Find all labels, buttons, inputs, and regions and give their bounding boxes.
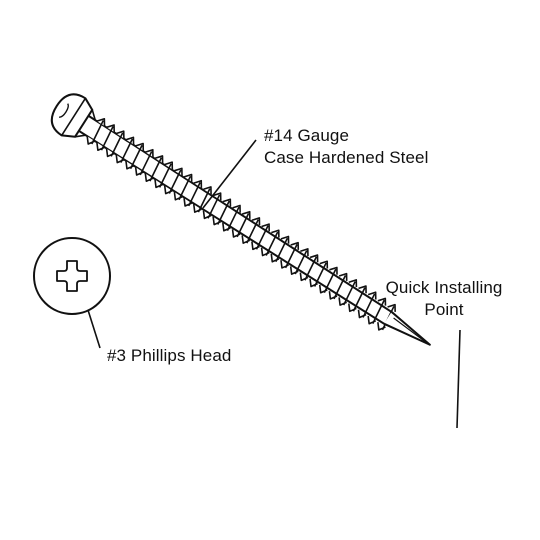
- thread-tooth: [251, 223, 270, 251]
- thread-tooth: [144, 155, 164, 183]
- screw-threads: [86, 117, 396, 331]
- thread-tooth: [115, 136, 135, 164]
- thread-tooth: [86, 117, 106, 145]
- gauge-callout: #14 Gauge Case Hardened Steel: [264, 125, 428, 169]
- thread-tooth: [222, 204, 241, 232]
- head-leader-line: [87, 309, 101, 349]
- thread-tooth: [163, 167, 183, 195]
- point-callout: Quick Installing Point: [358, 277, 530, 321]
- thread-tooth: [309, 260, 329, 288]
- thread-tooth: [105, 130, 125, 158]
- thread-tooth: [367, 297, 387, 325]
- thread-tooth: [348, 285, 367, 313]
- thread-tooth: [280, 241, 300, 269]
- gauge-callout-line1: #14 Gauge: [264, 126, 350, 145]
- thread-tooth: [241, 217, 261, 244]
- thread-tooth: [96, 124, 115, 152]
- thread-tooth: [260, 229, 280, 257]
- thread-tooth: [357, 291, 377, 319]
- thread-tooth: [173, 173, 193, 201]
- thread-tooth: [202, 192, 222, 220]
- thread-tooth: [134, 148, 154, 176]
- thread-tooth: [289, 248, 309, 275]
- head-callout: #3 Phillips Head: [107, 346, 232, 365]
- gauge-callout-line2: Case Hardened Steel: [264, 148, 429, 167]
- thread-tooth: [154, 161, 174, 189]
- thread-tooth: [125, 142, 145, 170]
- thread-tooth: [192, 186, 212, 213]
- thread-tooth: [231, 210, 251, 238]
- thread-tooth: [212, 198, 232, 226]
- thread-tooth: [338, 279, 358, 306]
- thread-tooth: [270, 235, 290, 263]
- thread-tooth: [183, 179, 203, 207]
- gauge-leader-line: [202, 139, 257, 209]
- point-leader-line: [456, 329, 461, 429]
- thread-tooth: [318, 266, 338, 294]
- thread-tooth: [328, 272, 348, 300]
- point-callout-line1: Quick Installing: [385, 278, 503, 297]
- thread-tooth: [299, 254, 319, 282]
- phillips-head-icon: [33, 237, 111, 315]
- point-callout-line2: Point: [424, 300, 464, 319]
